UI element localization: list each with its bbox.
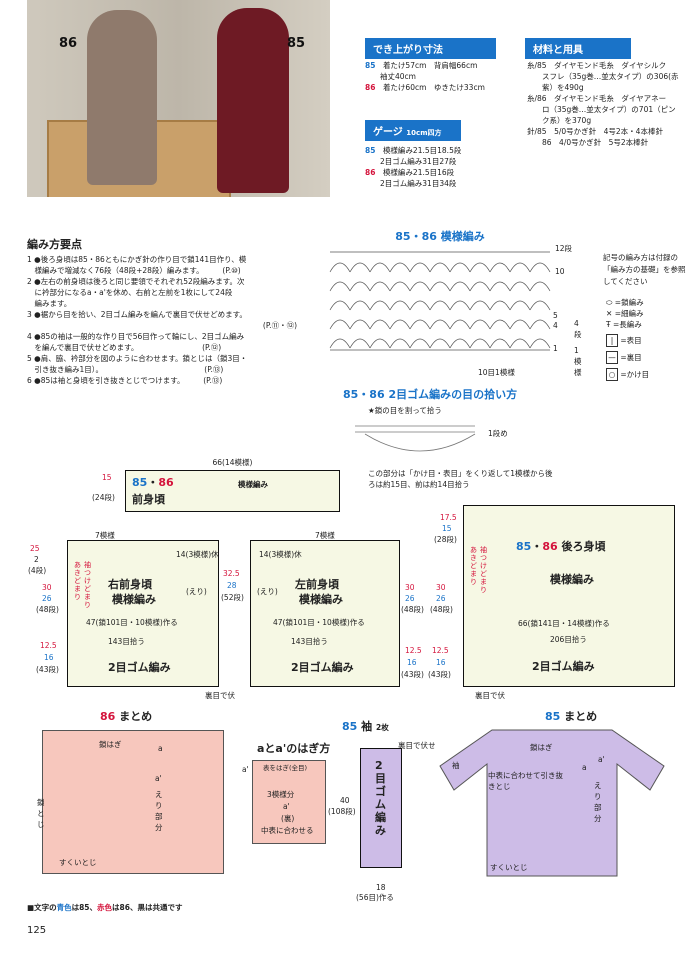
- symbol-legend: ⬭ =鎖編み ✕ =細編み Ŧ =長編み | =表目 — =裏目 ○ =かけ目: [606, 298, 650, 381]
- photo-label-86: 86: [59, 36, 78, 51]
- back-s4: 30: [436, 583, 446, 592]
- sum86-title: 86 まとめ: [100, 710, 153, 723]
- sum85-g: すくいとじ: [490, 863, 528, 872]
- finished-size-title: でき上がり寸法: [365, 38, 496, 59]
- front-yoke-title: 85・86: [132, 476, 174, 489]
- yoke-top-dim: 66(14模様): [212, 458, 253, 467]
- chart-title: 85・86 模様編み: [395, 230, 485, 243]
- sum85-d: a': [598, 755, 605, 764]
- dim-mid-g: 12.5: [405, 646, 422, 655]
- rib-row1: 1段め: [488, 429, 508, 438]
- right-front-panel: 右前身頃 模様編み 14(3模様)休 (えり) 47(鎖101目・10模様)作る…: [67, 540, 219, 687]
- back-s9: (43段): [428, 670, 451, 679]
- dim-mid-i: (43段): [401, 670, 424, 679]
- sleeve-w2: (56目)作る: [356, 893, 394, 902]
- sum85-b: 袖: [452, 761, 460, 770]
- single-crochet-icon: ✕: [606, 309, 613, 318]
- chart-row-5: 5: [553, 311, 558, 320]
- rib-pick-title: 85・86 2目ゴム編みの目の拾い方: [343, 388, 518, 401]
- dim-left-c: (4段): [28, 566, 47, 575]
- chart-row-1: 1: [553, 344, 558, 353]
- rib-pick-note: この部分は「かけ目・表目」をくり返して1模様から後ろは約15目、前は約14目拾う: [368, 469, 553, 489]
- dim-mid-b: 28: [227, 581, 237, 590]
- sleeve-h1: 40: [340, 796, 350, 805]
- dim-left-d: 30: [42, 583, 52, 592]
- sum85-diagram: [439, 729, 665, 877]
- photo-label-85: 85: [287, 36, 306, 51]
- seam-a: a': [242, 765, 249, 774]
- left-front-panel: 左前身頃 模様編み 14(3模様)休 (えり) 47(鎖101目・10模様)作る…: [250, 540, 400, 687]
- dim-mid-d: 30: [405, 583, 415, 592]
- yoke-h2: (24段): [92, 493, 115, 502]
- back-s3: (28段): [434, 535, 457, 544]
- chart-row-12: 12段: [555, 244, 573, 253]
- page-number: 125: [27, 925, 47, 936]
- dim-left-a: 25: [30, 544, 40, 553]
- symbol-note: 記号の編み方は付録の「編み方の基礎」を参照してください: [603, 253, 686, 286]
- back-panel: 85・86 後ろ身頃 模様編み 66(鎖141目・14模様)作る 206目拾う …: [463, 505, 675, 687]
- sleeve-top: 裏目で伏せ: [398, 741, 436, 750]
- sleeve-h2: (108段): [328, 807, 356, 816]
- back-s7: 12.5: [432, 646, 449, 655]
- materials-title: 材料と用具: [525, 38, 631, 59]
- chart-side-b: 1模様: [574, 346, 582, 377]
- gauge-title: ゲージ 10cm四方: [365, 120, 461, 141]
- urame-label-2: 裏目で伏: [475, 691, 505, 700]
- chart-side-a: 4段: [574, 319, 582, 339]
- front-yoke-panel: 85・86 前身頃 模様編み: [125, 470, 340, 512]
- gauge-list: 85 模様編み21.5目18.5段 2目ゴム編み31目27段 86 模様編み21…: [365, 146, 462, 188]
- double-crochet-icon: Ŧ: [606, 320, 611, 329]
- materials-list: 糸/85 ダイヤモンド毛糸 ダイヤシルク スフレ（35g巻…並太タイプ）の306…: [527, 61, 679, 147]
- back-s2: 15: [442, 524, 452, 533]
- yarn-over-icon: ○: [606, 368, 618, 381]
- knit-icon: |: [606, 334, 618, 347]
- sum85-a: 鎖はぎ: [530, 743, 553, 752]
- dim-mid-a: 32.5: [223, 569, 240, 578]
- dim-mid-c: (52段): [221, 593, 244, 602]
- model-photo: 86 85: [27, 0, 330, 197]
- left-front-top: 7模様: [315, 531, 335, 540]
- sum85-e: a: [582, 763, 587, 772]
- sum85-title: 85 まとめ: [545, 710, 598, 723]
- dim-left-h: 16: [44, 653, 54, 662]
- dim-left-e: 26: [42, 594, 52, 603]
- urame-label: 裏目で伏: [205, 691, 235, 700]
- chart-row-10: 10: [555, 267, 565, 276]
- stitch-chart: [329, 251, 551, 351]
- rib-pick-sub: ★鎖の目を割って拾う: [368, 406, 442, 415]
- back-s1: 17.5: [440, 513, 457, 522]
- finished-size-list: 85 着たけ57cm 背肩幅66cm 袖丈40cm 86 着たけ60cm ゆきた…: [365, 61, 485, 92]
- yoke-h1: 15: [102, 473, 112, 482]
- dim-left-f: (48段): [36, 605, 59, 614]
- right-front-top: 7模様: [95, 531, 115, 540]
- dim-mid-e: 26: [405, 594, 415, 603]
- rib-pick-diagram: [355, 425, 476, 452]
- purl-icon: —: [606, 351, 618, 364]
- chain-icon: ⬭: [606, 298, 613, 307]
- model-86-image: [87, 10, 157, 185]
- dim-left-i: (43段): [36, 665, 59, 674]
- sleeve-w1: 18: [376, 883, 386, 892]
- sum85-c: 中表に合わせて引き抜きとじ: [488, 771, 563, 791]
- back-s6: (48段): [430, 605, 453, 614]
- seam-title: aとa'のはぎ方: [257, 742, 331, 755]
- dim-left-b: 2: [34, 555, 39, 564]
- chart-row-4: 4: [553, 321, 558, 330]
- dim-mid-f: (48段): [401, 605, 424, 614]
- sleeve-title: 85 袖 2枚: [342, 720, 389, 733]
- color-legend: ■文字の青色は85、赤色は86、黒は共通です: [27, 903, 183, 912]
- model-85-image: [217, 8, 289, 193]
- sleeve-panel: 2目ゴム編み: [360, 748, 402, 868]
- sum86-diagram: 鎖はぎ a a' えり部分 鎖とじ すくいとじ: [37, 730, 224, 874]
- chart-bottom-label: 10目1模様: [478, 368, 515, 377]
- back-s5: 26: [436, 594, 446, 603]
- back-s8: 16: [436, 658, 446, 667]
- sum85-f: えり部分: [594, 781, 602, 823]
- dim-mid-h: 16: [407, 658, 417, 667]
- seam-diagram: 表をはぎ(全目) 3模様分 a' (裏) 中表に合わせる: [252, 760, 326, 844]
- instructions-list: 1 ●後ろ身頃は85・86ともにかぎ針の作り目で鎖141目作り、模 様編みで増減…: [27, 255, 297, 385]
- dim-left-g: 12.5: [40, 641, 57, 650]
- instructions-title: 編み方要点: [27, 238, 82, 251]
